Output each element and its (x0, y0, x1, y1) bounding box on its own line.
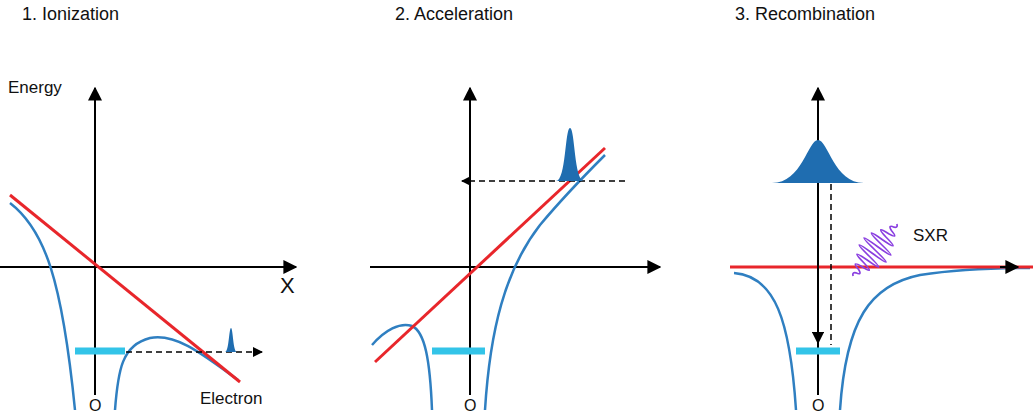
radiation-label: SXR (913, 226, 948, 246)
panel-title: 3. Recombination (735, 4, 875, 25)
panel-title: 1. Ionization (22, 4, 119, 25)
origin-label: O (89, 397, 101, 415)
origin-label: O (464, 397, 476, 415)
particle-label: Electron (200, 389, 262, 409)
axis-label: X (280, 273, 295, 298)
panel-ionization (0, 88, 296, 410)
origin-label: O (812, 397, 824, 415)
panel-recombination (730, 88, 1033, 410)
panel-title: 2. Acceleration (395, 4, 513, 25)
panel-acceleration (370, 88, 660, 410)
axis-label: Energy (8, 78, 62, 98)
